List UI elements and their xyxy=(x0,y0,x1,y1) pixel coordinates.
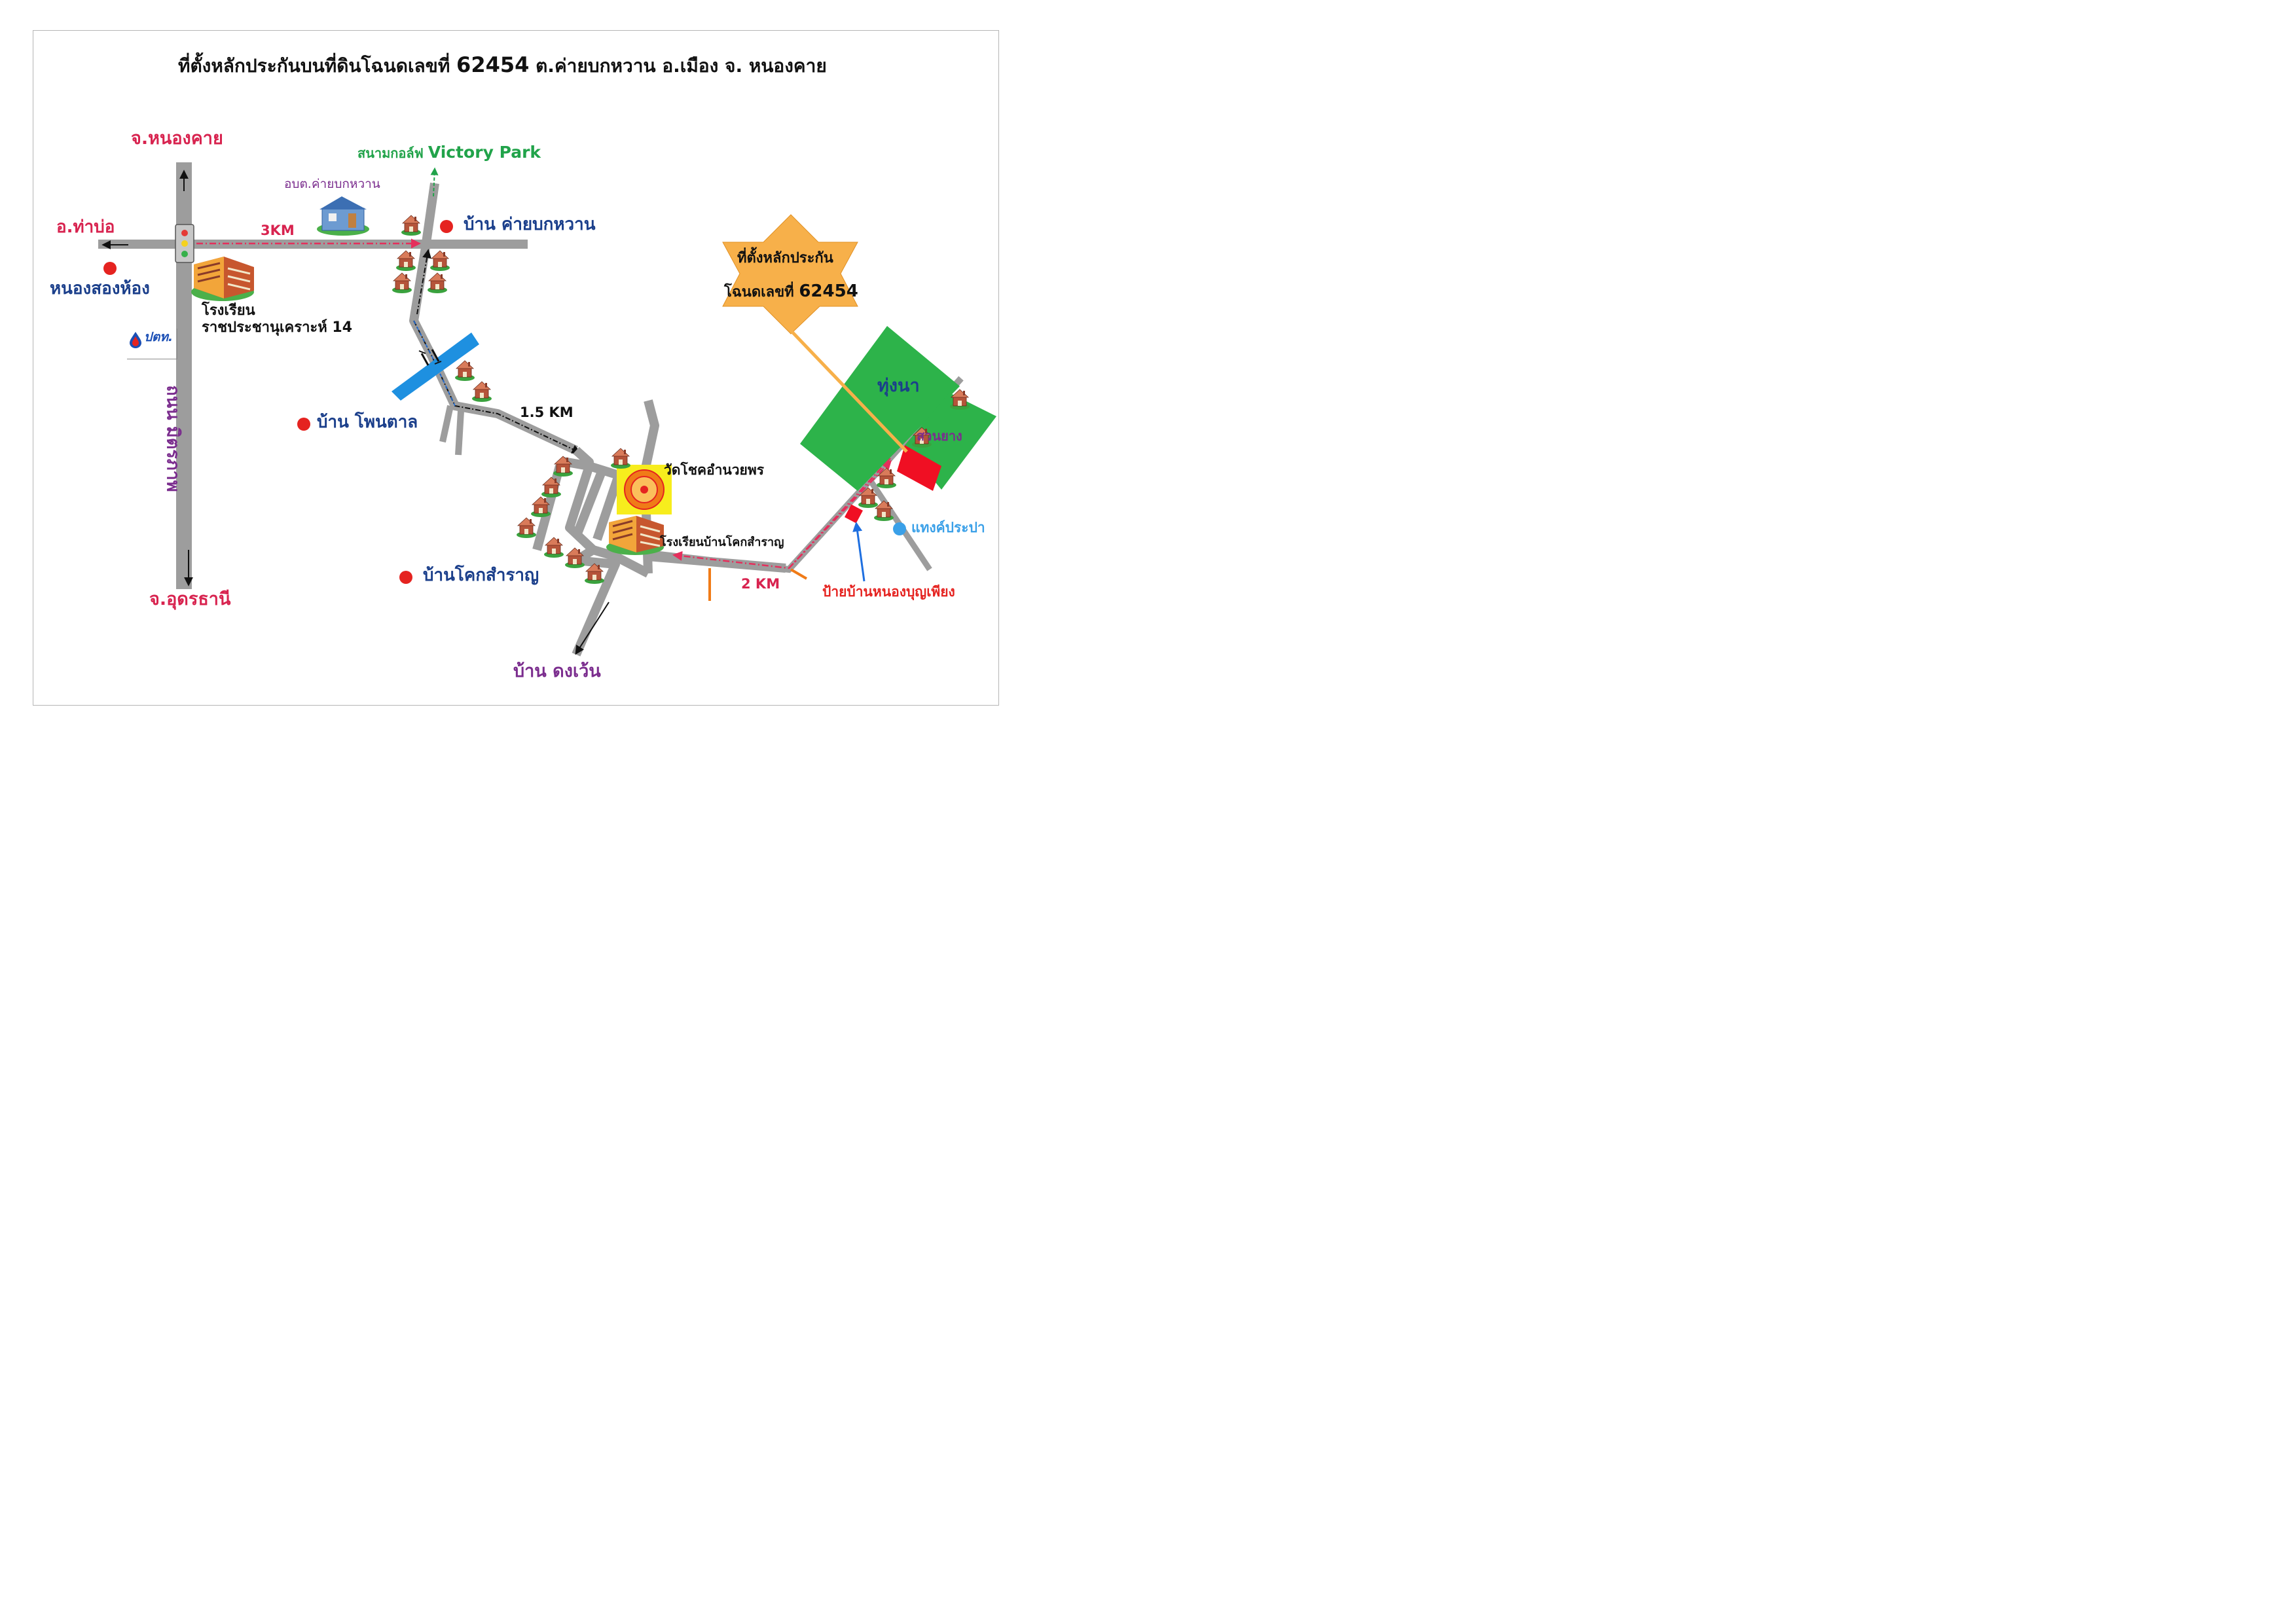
ptt-logo-icon: ปตท. xyxy=(127,329,177,359)
distance-3km: 3KM xyxy=(261,223,295,238)
label-mittraphap-road-wrap: ถนน มิตรภาพ xyxy=(155,376,183,501)
label-water-tank: แทงค์ประปา xyxy=(911,520,985,535)
office-building-icon xyxy=(317,196,369,236)
sign-pointer xyxy=(852,522,866,582)
marker-ban-phon-tan xyxy=(297,418,310,431)
water-tank-icon xyxy=(893,522,906,535)
label-wat: วัดโชคอำนวยพร xyxy=(664,462,764,478)
road-north-south xyxy=(409,167,581,456)
distance-2km: 2 KM xyxy=(741,576,780,592)
deed-number: 62454 xyxy=(456,52,530,77)
star-label-line2: โฉนดเลขที่ 62454 xyxy=(724,281,858,301)
label-nong-khai: จ.หนองคาย xyxy=(131,128,223,149)
label-school-rajpracha-2: ราชประชานุเคราะห์ 14 xyxy=(202,319,353,336)
label-ban-phon-tan: บ้าน โพนตาล xyxy=(317,412,418,432)
label-school-rajpracha-1: โรงเรียน xyxy=(202,302,255,319)
marker-ban-khok-samran xyxy=(399,571,412,584)
label-mittraphap-road: ถนน มิตรภาพ xyxy=(162,385,183,492)
map-frame xyxy=(33,30,999,706)
label-udon-thani: จ.อุดรธานี xyxy=(149,589,231,609)
road-tha-bo-khai-bok-wan xyxy=(98,238,528,249)
school-building-icon xyxy=(606,516,664,555)
label-rice-field: ทุ่งนา xyxy=(877,376,920,396)
label-ban-khok-samran: บ้านโคกสำราญ xyxy=(423,566,539,585)
label-golf: สนามกอล์ฟ Victory Park xyxy=(357,143,541,162)
label-school-khok-samran: โรงเรียนบ้านโคกสำราญ xyxy=(660,535,784,549)
label-village-sign: ป้ายบ้านหนองบุญเพียง xyxy=(822,584,955,600)
traffic-light-icon xyxy=(175,224,194,263)
marker-nong-song-hong xyxy=(103,262,117,275)
school-building-icon xyxy=(191,257,254,301)
star-label-line1: ที่ตั้งหลักประกัน xyxy=(737,250,833,266)
label-tha-bo: อ.ท่าบ่อ xyxy=(56,217,115,237)
label-nong-song-hong: หนองสองห้อง xyxy=(50,279,150,298)
label-rubber: สวนยาง xyxy=(917,428,962,444)
collateral-star-marker xyxy=(722,214,908,453)
river xyxy=(392,333,479,401)
marker-ban-khai-bok-wan xyxy=(440,220,453,233)
label-sao: อบต.ค่ายบกหวาน xyxy=(284,177,380,191)
route-map xyxy=(98,162,996,657)
map-title: ที่ตั้งหลักประกันบนที่ดินโฉนดเลขที่ 6245… xyxy=(178,52,827,77)
dharma-wheel-icon xyxy=(617,465,672,514)
distance-1-5km: 1.5 KM xyxy=(520,405,574,420)
label-ban-khai-bok-wan: บ้าน ค่ายบกหวาน xyxy=(464,215,596,234)
label-ban-dong-wen: บ้าน ดงเว้น xyxy=(513,661,601,681)
ptt-drop-icon xyxy=(130,332,141,348)
rice-field xyxy=(800,326,996,524)
